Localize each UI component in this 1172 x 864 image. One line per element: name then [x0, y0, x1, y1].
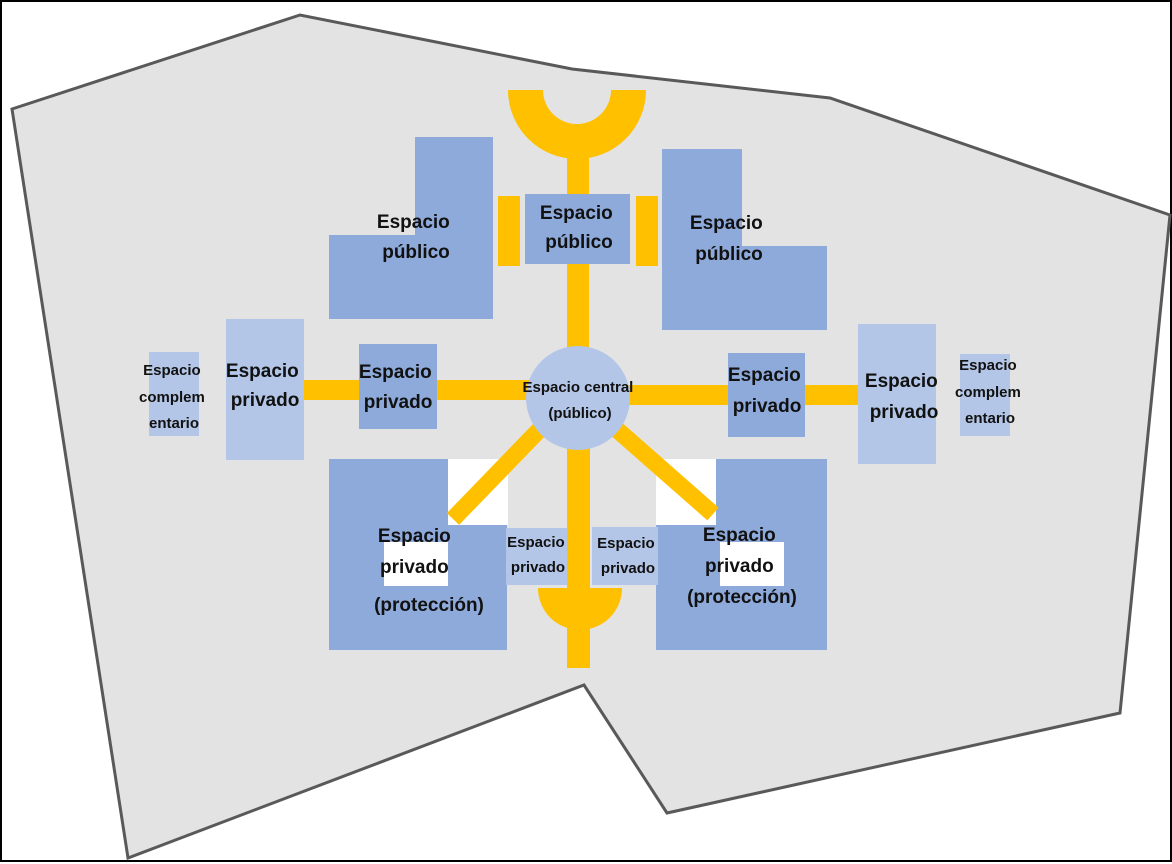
- protection-right-block: [656, 459, 827, 650]
- label-protection-left: Espacio privado (protección): [374, 526, 484, 616]
- complementary-space-right: [960, 354, 1010, 436]
- private-space-near-right: [728, 353, 805, 437]
- label-private-small-right: Espacio privado: [597, 535, 659, 577]
- label-private-near-left: Espacio privado: [359, 362, 437, 413]
- central-public-space: [526, 346, 630, 450]
- public-space-center: [525, 194, 630, 264]
- complementary-space-left: [149, 352, 199, 436]
- private-space-near-left: [359, 344, 437, 429]
- public-space-left-block: [329, 137, 493, 319]
- public-space-right-block: [662, 149, 827, 330]
- private-space-small-right: [592, 527, 658, 585]
- label-complementary-left: Espacio complem entario: [139, 362, 209, 432]
- diagonal-left-path: [446, 421, 549, 525]
- diagonal-right-path: [608, 420, 719, 521]
- label-public-right: Espacio público: [690, 213, 768, 265]
- label-protection-right: Espacio privado (protección): [687, 525, 797, 608]
- connector-right: [636, 196, 658, 266]
- bottom-semicircle-plaza: [538, 588, 622, 630]
- label-private-small-left: Espacio privado: [507, 534, 569, 576]
- label-complementary-right: Espacio complem entario: [955, 357, 1025, 427]
- top-arc-plaza: [508, 90, 646, 159]
- label-private-far-left: Espacio privado: [226, 361, 304, 411]
- south-axis: [567, 442, 590, 668]
- private-space-small-left: [506, 528, 569, 585]
- label-private-near-right: Espacio privado: [728, 365, 806, 417]
- label-private-far-right: Espacio privado: [865, 371, 943, 423]
- private-space-far-right: [858, 324, 936, 464]
- label-public-left: Espacio público: [377, 212, 455, 263]
- label-public-center: Espacio público: [540, 203, 618, 253]
- connector-left: [498, 196, 520, 266]
- private-space-far-left: [226, 319, 304, 460]
- label-central: Espacio central (público): [522, 379, 637, 422]
